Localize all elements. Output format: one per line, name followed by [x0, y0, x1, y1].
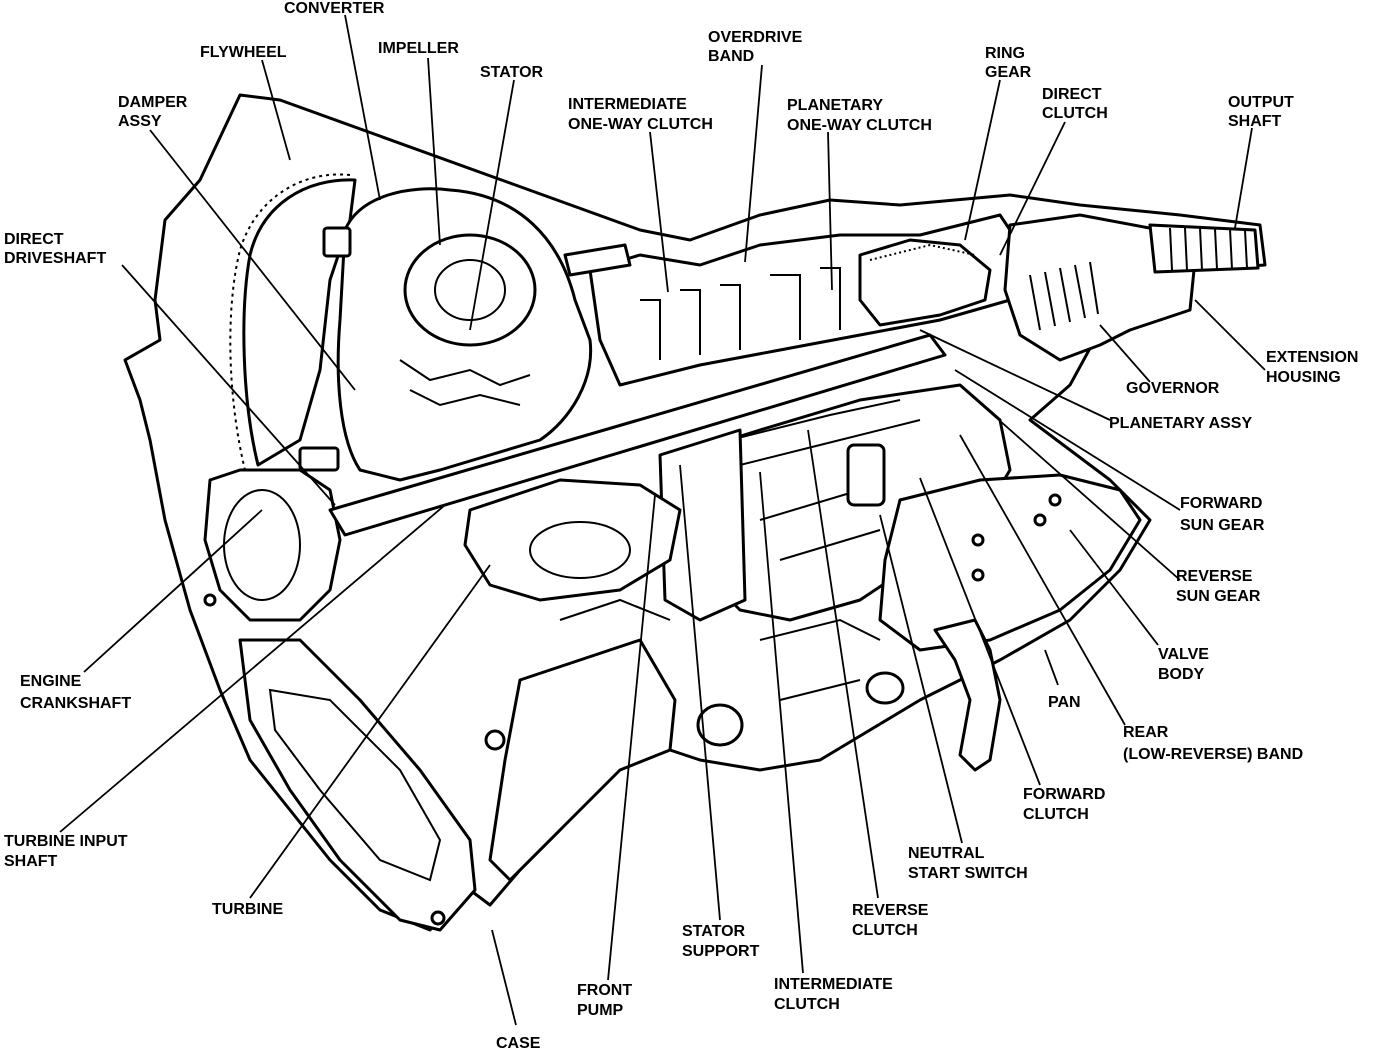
leader-turbine-input-shaft	[59, 504, 446, 833]
leader-direct-driveshaft	[121, 264, 336, 506]
leader-pan	[1044, 649, 1059, 686]
governor-coil	[1029, 261, 1099, 331]
leader-planetary-assy	[919, 329, 1111, 421]
leader-output-shaft	[1234, 127, 1253, 229]
label-stator: STATOR	[480, 64, 544, 81]
valve-body-detail	[719, 399, 921, 561]
ring-gear-teeth	[869, 243, 976, 261]
flange-window	[268, 688, 442, 882]
leader-neutral-start-switch	[879, 514, 963, 844]
leader-governor	[1099, 324, 1151, 383]
leader-lines	[59, 14, 1266, 1026]
leader-case	[491, 929, 517, 1026]
leader-rear-band	[959, 434, 1126, 726]
pan-bolt	[1048, 493, 1062, 507]
label-turbine: TURBINE	[212, 901, 283, 918]
callout-labels: CONVERTER FLYWHEEL IMPELLER STATOR OVERD…	[4, 0, 1358, 1050]
shift-linkage	[933, 618, 1002, 772]
leader-front-pump	[607, 494, 656, 981]
oil-pan	[878, 473, 1142, 652]
leader-forward-sun-gear	[954, 369, 1181, 511]
crankshaft-hub	[203, 468, 342, 622]
label-pan: PAN	[1048, 694, 1081, 711]
label-converter: CONVERTER	[284, 0, 385, 17]
case-foot	[488, 638, 677, 882]
leader-flywheel	[261, 59, 291, 161]
leader-engine-crankshaft	[83, 509, 263, 673]
turbine-vanes	[399, 359, 531, 407]
case-bolt	[430, 910, 446, 926]
extension-housing	[1003, 213, 1197, 362]
neutral-switch-body	[846, 443, 886, 507]
pan-bolt	[971, 533, 985, 547]
leader-overdrive-band	[744, 64, 763, 263]
impeller	[403, 233, 537, 347]
transmission-illustration	[123, 93, 1267, 932]
leader-extension-housing	[1194, 299, 1266, 371]
label-planetary-assy: PLANETARY ASSY	[1109, 415, 1252, 432]
label-impeller: IMPELLER	[378, 40, 459, 57]
label-flywheel: FLYWHEEL	[200, 44, 287, 61]
label-governor: GOVERNOR	[1126, 380, 1220, 397]
leader-intermediate-one-way	[649, 131, 669, 293]
top-bolt	[322, 226, 352, 258]
clutch-packs	[640, 259, 901, 360]
label-case: CASE	[496, 1035, 541, 1050]
leader-damper-assy	[149, 129, 356, 391]
leader-ring-gear	[964, 79, 1001, 241]
leader-planetary-one-way	[827, 131, 833, 291]
mount-hole	[696, 703, 744, 747]
main-shaft	[328, 333, 947, 537]
output-shaft	[1148, 223, 1260, 274]
label-rear-band: REAR(LOW-REVERSE) BAND	[1123, 724, 1303, 763]
hub-bolt	[298, 446, 340, 472]
planetary-gearset	[858, 238, 992, 327]
leader-valve-body	[1069, 529, 1159, 646]
leader-reverse-clutch	[807, 429, 879, 899]
case-bolt	[484, 729, 506, 751]
front-pump	[463, 478, 682, 602]
leader-turbine	[249, 564, 491, 899]
pan-bolt	[971, 568, 985, 582]
leader-forward-clutch	[919, 477, 1041, 786]
leader-stator-support	[679, 464, 721, 921]
leader-stator	[469, 79, 515, 331]
leader-impeller	[427, 57, 441, 246]
pump-gear	[529, 521, 631, 579]
band-anchor	[563, 243, 632, 277]
leader-intermediate-clutch	[759, 471, 804, 974]
leader-direct-clutch	[999, 121, 1066, 256]
leader-converter	[344, 14, 381, 201]
front-flange	[238, 638, 477, 932]
case-bolt	[203, 593, 217, 607]
linkage-lever	[865, 671, 905, 705]
pan-bolt	[1033, 513, 1047, 527]
stator-core	[434, 259, 506, 321]
leader-reverse-sun-gear	[964, 389, 1181, 581]
output-shaft-splines	[1169, 227, 1248, 271]
